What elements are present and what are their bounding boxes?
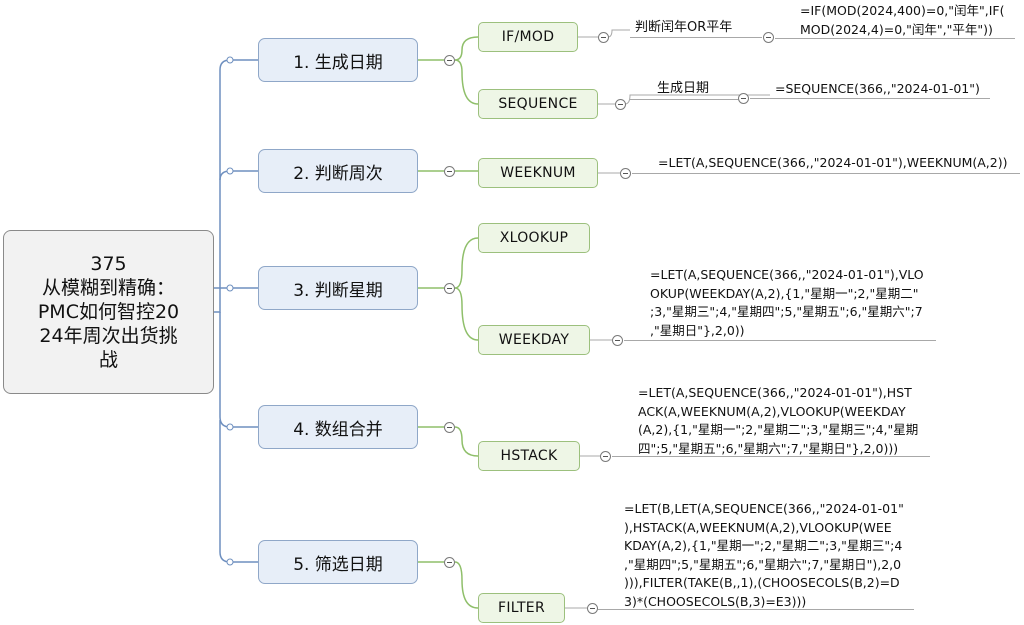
branch-generate-dates[interactable]: 1. 生成日期 [258, 38, 418, 82]
underline [624, 340, 936, 341]
branch-label: 5. 筛选日期 [293, 554, 383, 575]
formula-hstack: =LET(A,SEQUENCE(366,,"2024-01-01"),HST A… [638, 385, 919, 456]
leaf-hstack[interactable]: HSTACK [478, 441, 580, 471]
formula-weeknum: =LET(A,SEQUENCE(366,,"2024-01-01"),WEEKN… [658, 155, 1008, 170]
branch-label: 3. 判断星期 [293, 280, 383, 301]
leaf-label: FILTER [498, 600, 545, 616]
collapse-toggle-icon[interactable] [444, 55, 455, 66]
leaf-xlookup[interactable]: XLOOKUP [478, 223, 590, 253]
link-root-branch [219, 420, 258, 563]
leaf-label: SEQUENCE [498, 96, 578, 112]
underline [632, 173, 1020, 174]
collapse-toggle-icon[interactable] [738, 93, 749, 104]
collapse-toggle-icon[interactable] [763, 32, 774, 43]
branch-label: 2. 判断周次 [293, 163, 383, 184]
collapse-toggle-icon[interactable] [444, 166, 455, 177]
collapse-toggle-icon[interactable] [587, 603, 598, 614]
root-title-line: 375 [90, 253, 127, 275]
branch-label: 4. 数组合并 [293, 419, 383, 440]
branch-week-number[interactable]: 2. 判断周次 [258, 149, 418, 193]
branch-array-merge[interactable]: 4. 数组合并 [258, 405, 418, 449]
formula-sequence: =SEQUENCE(366,,"2024-01-01") [775, 81, 980, 96]
root-topic[interactable]: 375 从模糊到精确： PMC如何智控20 24年周次出货挑 战 [3, 230, 214, 394]
collapse-toggle-icon[interactable] [444, 283, 455, 294]
underline [598, 609, 914, 610]
collapse-toggle-icon[interactable] [444, 422, 455, 433]
collapse-toggle-icon[interactable] [620, 168, 631, 179]
branch-label: 1. 生成日期 [293, 52, 383, 73]
leaf-weekday[interactable]: WEEKDAY [478, 325, 590, 355]
underline [750, 98, 990, 99]
underline [630, 37, 762, 38]
leaf-label: WEEKNUM [500, 165, 576, 181]
note-generate-dates: 生成日期 [657, 81, 710, 96]
underline [630, 99, 738, 100]
collapse-toggle-icon[interactable] [612, 335, 623, 346]
collapse-toggle-icon[interactable] [444, 557, 455, 568]
collapse-toggle-icon[interactable] [600, 451, 611, 462]
link-root-branch [219, 170, 258, 181]
leaf-sequence[interactable]: SEQUENCE [478, 89, 598, 119]
leaf-label: IF/MOD [501, 29, 555, 45]
underline [775, 38, 1015, 39]
note-leap-year: 判断闰年OR平年 [635, 20, 733, 35]
formula-filter: =LET(B,LET(A,SEQUENCE(366,,"2024-01-01" … [624, 501, 904, 609]
root-title-line: 战 [98, 349, 118, 371]
link-root-branch [219, 312, 258, 428]
branch-weekday[interactable]: 3. 判断星期 [258, 266, 418, 310]
link-root-branch [214, 59, 258, 313]
formula-ifmod: =IF(MOD(2024,400)=0,"闰年",IF( MOD(2024,4)… [800, 3, 1005, 37]
root-title-line: 24年周次出货挑 [39, 325, 178, 347]
underline [612, 456, 930, 457]
leaf-weeknum[interactable]: WEEKNUM [478, 158, 598, 188]
leaf-label: HSTACK [500, 448, 558, 464]
leaf-filter[interactable]: FILTER [478, 593, 565, 623]
root-title-line: PMC如何智控20 [37, 301, 180, 323]
branch-filter-dates[interactable]: 5. 筛选日期 [258, 540, 418, 584]
leaf-label: XLOOKUP [499, 230, 569, 246]
collapse-toggle-icon[interactable] [598, 32, 609, 43]
root-title-line: 从模糊到精确： [41, 277, 175, 299]
collapse-toggle-icon[interactable] [615, 99, 626, 110]
formula-weekday: =LET(A,SEQUENCE(366,,"2024-01-01"),VLO O… [650, 267, 924, 338]
leaf-label: WEEKDAY [498, 332, 570, 348]
leaf-ifmod[interactable]: IF/MOD [478, 22, 578, 52]
